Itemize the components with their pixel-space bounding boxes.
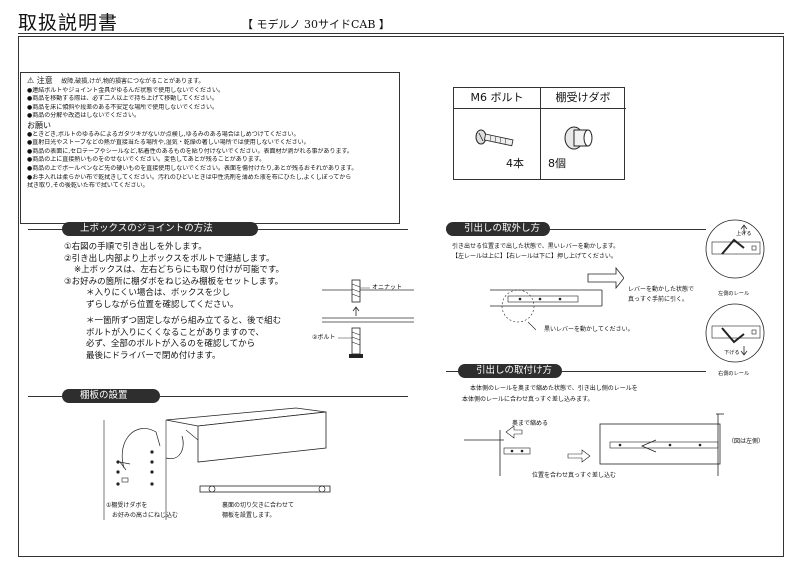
attach-text-1: 本体側のレールを奥まで縮めた状態で、引き出し側のレールを (470, 385, 638, 392)
joint-steps: ①右図の手順で引き出しを外します。 ②引き出し内部より上ボックスをボルトで連結し… (64, 242, 284, 288)
insert-caption: 位置を合わせ真っすぐ差し込む (532, 472, 617, 479)
black-lever-caption: 黒いレバーを動かしてください。 (544, 326, 634, 333)
caution-label: 注意 (36, 76, 53, 85)
page-title: 取扱説明書 (18, 12, 119, 34)
shelf-dowel-caption-2: お好みの高さにねじ込む (112, 512, 179, 519)
joint-bolt-label: ②ボルト (312, 334, 336, 341)
caution-item: ●商品の分解や改造はしないでください。 (27, 112, 141, 120)
request-label: お願い (27, 120, 51, 130)
shrink-label: 奥まで縮める (512, 420, 549, 427)
parts-col-dowel: 棚受けダボ 8個 (540, 88, 626, 179)
right-rail-label: 右側のレール (718, 371, 750, 377)
joint-step: ※上ボックスは、左右どちらにも取り付けが可能です。 (74, 265, 285, 275)
title-rule (18, 33, 784, 34)
joint-heading: 上ボックスのジョイントの方法 (62, 222, 258, 236)
warning-triangle-icon: ⚠ (27, 76, 35, 85)
bolt-label: M6 ボルト (454, 88, 540, 109)
joint-note: ＊入りにくい場合は、ボックスを少し (86, 288, 231, 298)
page-frame (18, 36, 784, 557)
request-item: ●商品の上でボールペンなど先の硬いものを直接使用しないでください。表面を傷付けた… (27, 164, 358, 172)
model-name: 【 モデルノ 30サイドCAB 】 (242, 18, 390, 31)
left-side-label: （図は左側） (728, 438, 765, 445)
dowel-qty: 8個 (548, 157, 566, 170)
left-rail-detail (705, 219, 765, 279)
caution-item: ●連結ボルトやジョイント金具がゆるんだ状態で使用しないでください。 (27, 86, 225, 94)
request-item: 拭き取り,その後乾いた布で拭いてください。 (27, 182, 149, 190)
lever-text-2: 真っすぐ手前に引く。 (628, 296, 689, 303)
joint-notes: ＊入りにくい場合は、ボックスを少し ずらしながら位置を確認してください。 ＊一箇… (86, 288, 281, 362)
right-rail-detail (705, 303, 765, 363)
joint-step: ②引き出し内部より上ボックスをボルトで連結します。 (64, 253, 275, 264)
joint-step: ①右図の手順で引き出しを外します。 (64, 242, 207, 252)
shelf-board-caption-2: 棚板を設置します。 (222, 512, 276, 519)
bolt-icon (475, 129, 514, 147)
remove-text-1: 引き出せる位置まで出した状態で、黒いレバーを動かします。 (452, 243, 620, 250)
caution-intro: 故障,破損,けが,物的損害につながることがあります。 (61, 78, 205, 85)
request-item: ●ときどき,ボルトのゆるみによるガタツキがないか点検し,ゆるみのある場合はしめつ… (27, 130, 300, 138)
joint-step: ③お好みの箇所に棚ダボをねじ込み棚板をセットします。 (64, 276, 284, 287)
shelf-heading: 棚板の設置 (62, 389, 160, 403)
warning-box: ⚠ 注意 故障,破損,けが,物的損害につながることがあります。 ●連結ボルトやジ… (20, 72, 400, 224)
joint-note: 最後にドライバーで閉め付けます。 (86, 350, 221, 361)
remove-text-2: 【左レールは上に】【右レールは下に】押し上げてください。 (452, 253, 617, 260)
remove-heading-rule (446, 229, 706, 230)
bolt-joint-diagram (322, 279, 414, 358)
attach-heading: 引出しの取付け方 (458, 364, 562, 378)
shelf-heading-rule (28, 396, 408, 397)
shelf-diagram (103, 407, 331, 520)
parts-table: M6 ボルト 4本 棚受けダボ 8個 (453, 87, 626, 180)
caution-heading: ⚠ 注意 故障,破損,けが,物的損害につながることがあります。 (27, 76, 393, 87)
request-item: ●商品の表面に,セロテープやシールなど,粘着性のあるものを貼り付けないでください… (27, 147, 353, 155)
nut-label: オニナット (372, 284, 403, 291)
joint-note: ボルトが入りにくくなることがありますので、 (86, 327, 264, 338)
bolt-qty: 4本 (506, 157, 524, 170)
dowel-icon (564, 126, 593, 150)
request-item: ●直射日光やストーブなどの熱が直接当たる場所や,湿気・乾燥の著しい場所では使用し… (27, 139, 310, 147)
push-down-label: 下げる (724, 350, 740, 356)
request-item: ●お手入れは柔らかい布で乾拭きしてください。汚れのひどいときは中性洗剤を薄めた液… (27, 173, 352, 181)
caution-item: ●商品を床に傾斜や段差のある不安定な場所で使用しないでください。 (27, 103, 219, 111)
drawer-removal-diagram (490, 266, 624, 331)
joint-note: ＊一箇所ずつ固定しながら組み立てると、後で組む (86, 316, 282, 326)
parts-col-bolt: M6 ボルト 4本 (454, 88, 541, 179)
dowel-label: 棚受けダボ (540, 88, 626, 109)
caution-item: ●商品を移動する際は、必ず二人以上で持ち上げて移動してください。 (27, 95, 218, 103)
drawer-attach-diagram (464, 413, 724, 476)
push-up-label: 上げる (736, 231, 752, 237)
attach-text-2: 本体側のレールに合わせ真っすぐ差し込みます。 (462, 396, 594, 403)
shelf-board-caption-1: 裏面の切り欠きに合わせて (222, 502, 295, 509)
request-item: ●商品の上に直接熱いものをのせないでください。変色してあとが残ることがあります。 (27, 156, 266, 164)
shelf-dowel-caption-1: ①棚受けダボを (106, 502, 148, 509)
joint-note: 必ず、全部のボルトが入るのを確認してから (86, 339, 256, 349)
remove-heading: 引出しの取外し方 (446, 222, 550, 236)
lever-text-1: レバーを動かした状態で (628, 286, 695, 293)
attach-heading-rule (446, 371, 706, 372)
joint-note: ずらしながら位置を確認してください。 (86, 299, 239, 310)
left-rail-label: 左側のレール (718, 291, 750, 297)
